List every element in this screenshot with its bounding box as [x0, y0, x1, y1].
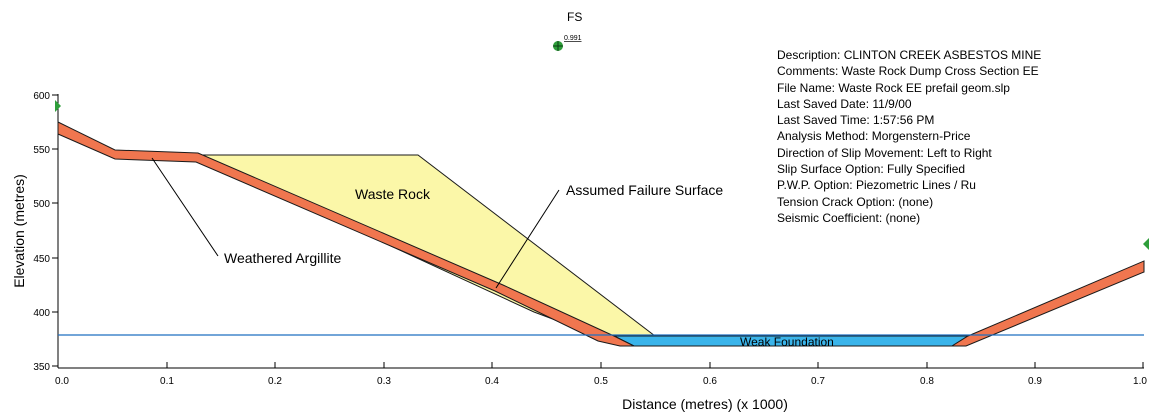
x-tick-label: 0.0	[55, 376, 69, 387]
info-last-saved-time: Last Saved Time: 1:57:56 PM	[777, 113, 935, 128]
x-tick-label: 1.0	[1133, 376, 1147, 387]
y-axis-title: Elevation (metres)	[11, 174, 27, 288]
slip-center-marker-icon	[553, 41, 563, 51]
info-slip-direction: Direction of Slip Movement: Left to Righ…	[777, 145, 992, 160]
info-last-saved-date: Last Saved Date: 11/9/00	[777, 96, 912, 111]
assumed-failure-label: Assumed Failure Surface	[566, 182, 723, 198]
x-tick-label: 0.8	[920, 376, 934, 387]
y-tick-label: 550	[33, 145, 50, 156]
x-tick-label: 0.5	[594, 376, 608, 387]
analysis-info-panel: Description: CLINTON CREEK ASBESTOS MINE…	[777, 47, 1041, 226]
weak-foundation-label: Weak Foundation	[740, 335, 834, 349]
info-file-name: File Name: Waste Rock EE prefail geom.sl…	[777, 80, 1010, 95]
x-tick-label: 0.3	[377, 376, 391, 387]
y-tick-label: 600	[33, 91, 50, 102]
x-tick-label: 0.6	[703, 376, 717, 387]
y-ticks	[52, 94, 58, 367]
x-axis-title: Distance (metres) (x 1000)	[622, 396, 788, 412]
y-tick-label: 450	[33, 254, 50, 265]
x-tick-label: 0.1	[160, 376, 174, 387]
weathered-argillite-layer	[57, 121, 635, 347]
right-argillite-layer	[950, 260, 1145, 347]
weathered-argillite-label: Weathered Argillite	[224, 250, 341, 266]
y-tick-label: 350	[33, 362, 50, 373]
x-tick-label: 0.7	[811, 376, 825, 387]
right-boundary-marker-icon	[1143, 238, 1149, 250]
x-tick-label: 0.4	[485, 376, 499, 387]
argillite-callout-line	[151, 157, 219, 257]
x-tick-label: 0.9	[1028, 376, 1042, 387]
x-tick-label: 0.2	[268, 376, 282, 387]
info-description: Description: CLINTON CREEK ASBESTOS MINE	[777, 48, 1042, 62]
fs-label: FS	[567, 10, 582, 24]
y-tick-label: 400	[33, 308, 50, 319]
info-pwp-option: P.W.P. Option: Piezometric Lines / Ru	[777, 178, 976, 193]
info-tension-crack-option: Tension Crack Option: (none)	[777, 194, 934, 209]
x-ticks	[57, 362, 1144, 368]
info-seismic-coefficient: Seismic Coefficient: (none)	[777, 210, 921, 225]
info-analysis-method: Analysis Method: Morgenstern-Price	[777, 129, 971, 144]
info-comments: Comments: Waste Rock Dump Cross Section …	[777, 64, 1039, 79]
info-slip-surface-option: Slip Surface Option: Fully Specified	[777, 162, 966, 177]
failure-callout-line	[495, 189, 560, 289]
left-boundary-marker-icon	[55, 100, 61, 112]
fs-value: 0.991	[564, 35, 582, 42]
waste-rock-label: Waste Rock	[355, 186, 431, 202]
y-tick-label: 500	[33, 199, 50, 210]
